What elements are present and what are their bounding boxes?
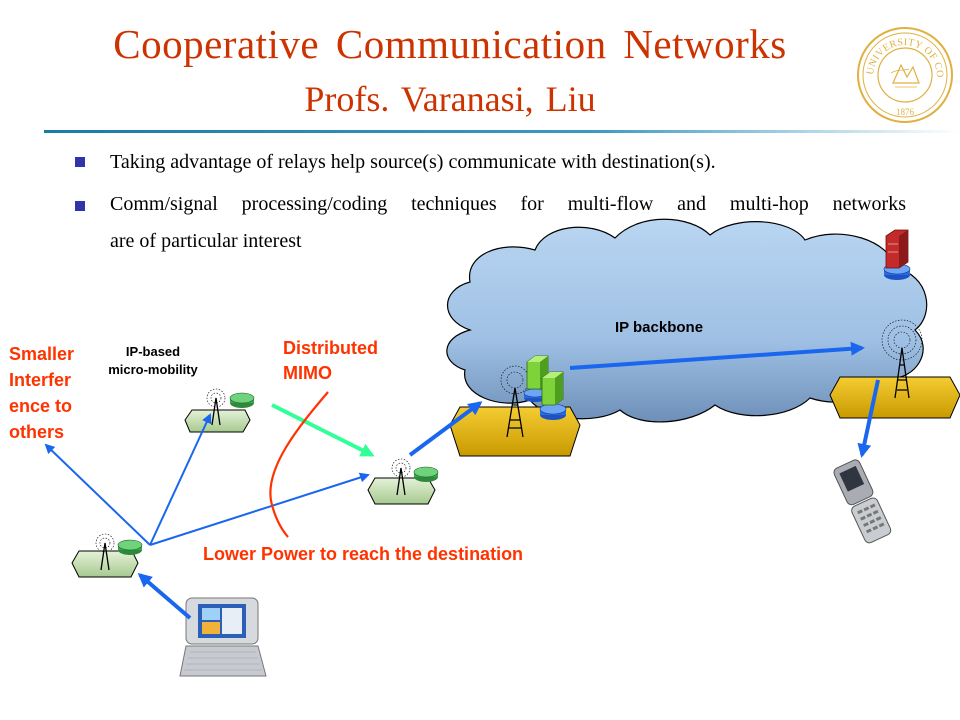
mimo-label-line-1: Distributed — [283, 338, 378, 358]
bullet-2-line-2: are of particular interest — [110, 230, 302, 252]
mimo-label-line-2: MIMO — [283, 363, 332, 383]
laptop-icon — [179, 597, 267, 677]
ip-backbone-label: IP backbone — [615, 319, 703, 336]
relay-link-arrow — [149, 472, 370, 546]
interference-arrow — [44, 443, 151, 546]
bullet-2-line-1: Comm/signal processing/coding techniques… — [110, 193, 906, 215]
downlink-arrow — [857, 379, 880, 458]
backbone-arrow — [569, 341, 865, 370]
mobile-phone-icon — [833, 459, 892, 544]
title-divider — [44, 130, 960, 133]
mobility-label-line-1: IP-based — [126, 344, 180, 359]
source-platform — [71, 550, 139, 578]
relay-platform-top — [184, 409, 251, 433]
interference-label-line-3: ence to — [9, 396, 72, 416]
lower-power-label: Lower Power to reach the destination — [203, 544, 523, 564]
server-icon — [541, 371, 564, 406]
bullet-marker — [75, 157, 85, 167]
bullet-marker — [75, 201, 85, 211]
router-icon — [117, 539, 143, 555]
router-icon — [413, 466, 439, 482]
router-icon — [883, 263, 911, 280]
bullet-1-text: Taking advantage of relays help source(s… — [110, 151, 716, 173]
svg-text:1876: 1876 — [896, 107, 915, 117]
slide-title: Cooperative Communication Networks — [113, 21, 787, 67]
firewall-icon — [885, 229, 909, 269]
router-icon — [539, 403, 567, 420]
router-icon — [229, 392, 255, 408]
university-seal-logo: UNIVERSITY OF COLORADO 1876 — [855, 25, 953, 123]
laptop-uplink-arrow — [137, 573, 192, 620]
relay-platform-middle — [367, 477, 436, 505]
interference-label-line-2: Interfer — [9, 370, 71, 390]
interference-label-line-4: others — [9, 422, 64, 442]
interference-label-line-1: Smaller — [9, 344, 74, 364]
gateway-uplink-arrow — [408, 401, 483, 457]
distributed-mimo-arrow — [271, 403, 375, 457]
radio-link-arrows — [44, 413, 370, 546]
signal-waves-icon — [95, 319, 923, 553]
slide-subtitle: Profs. Varanasi, Liu — [304, 79, 596, 119]
uplink-arrows — [137, 341, 880, 620]
mobility-label-line-2: micro-mobility — [108, 362, 198, 377]
relay-link-arrow — [149, 413, 212, 546]
power-boundary-curve — [269, 391, 329, 538]
